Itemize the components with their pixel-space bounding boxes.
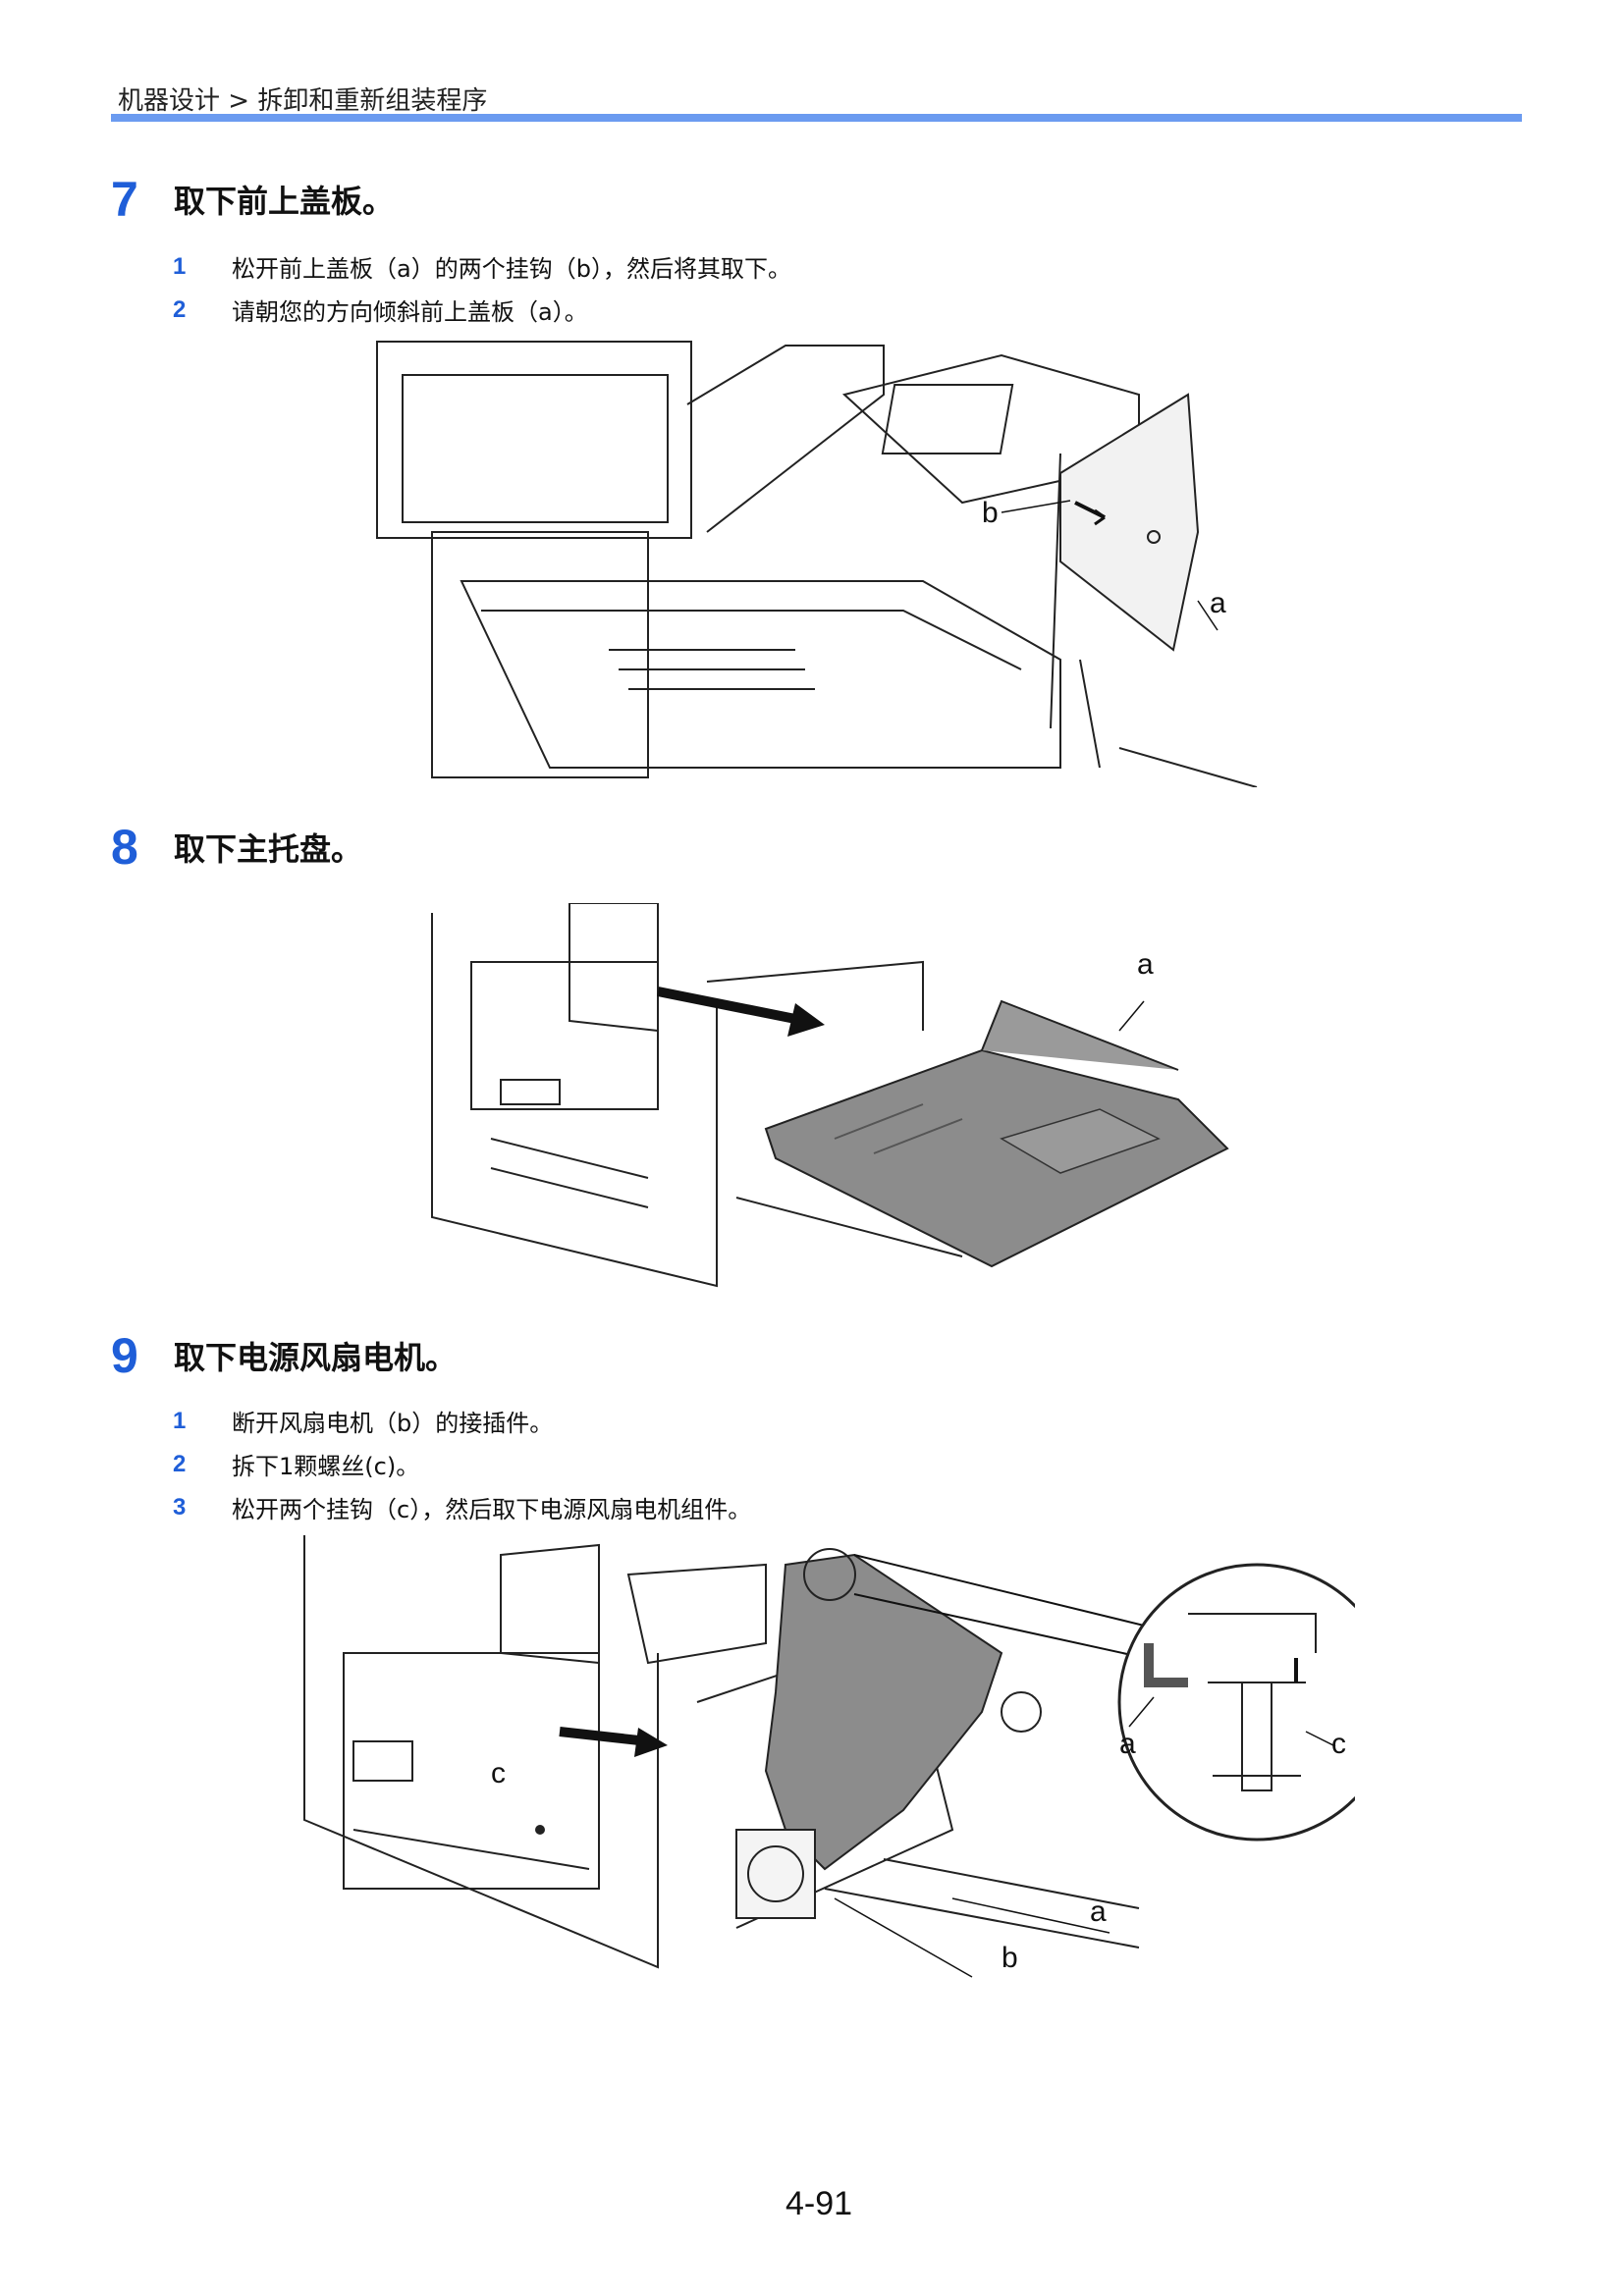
step-title: 取下主托盘。 bbox=[174, 830, 363, 868]
step-number: 8 bbox=[111, 820, 138, 875]
substep-number: 2 bbox=[173, 295, 187, 323]
substep-text: 拆下1颗螺丝(c)。 bbox=[232, 1453, 420, 1480]
figure-front-upper-cover: b a bbox=[373, 336, 1267, 787]
step-7: 7 取下前上盖板。 bbox=[111, 175, 394, 224]
page-number: 4-91 bbox=[785, 2185, 853, 2222]
label-c: c bbox=[1331, 1728, 1346, 1760]
figure-main-tray: a bbox=[412, 903, 1257, 1296]
figure-power-fan-motor: c c a a b bbox=[275, 1535, 1355, 1987]
step-8: 8 取下主托盘。 bbox=[111, 823, 362, 872]
substep-number: 2 bbox=[173, 1450, 187, 1477]
substep-number: 1 bbox=[173, 1407, 187, 1434]
label-c: c bbox=[491, 1757, 506, 1789]
figure-front-upper-cover-drawing: b a bbox=[376, 341, 1258, 787]
substep-text: 松开前上盖板（a）的两个挂钩（b），然后将其取下。 bbox=[232, 255, 791, 283]
step-number: 9 bbox=[111, 1328, 138, 1383]
substep: 1 断开风扇电机（b）的接插件。 bbox=[173, 1404, 553, 1438]
substep: 2 请朝您的方向倾斜前上盖板（a）。 bbox=[173, 293, 588, 327]
substep-text: 请朝您的方向倾斜前上盖板（a）。 bbox=[232, 298, 588, 326]
label-a: a bbox=[1210, 587, 1226, 619]
step-title: 取下前上盖板。 bbox=[174, 183, 395, 220]
step-9: 9 取下电源风扇电机。 bbox=[111, 1331, 457, 1380]
header-rule bbox=[111, 114, 1522, 122]
substep-number: 3 bbox=[173, 1493, 187, 1521]
label-a: a bbox=[1137, 948, 1154, 981]
substep: 1 松开前上盖板（a）的两个挂钩（b），然后将其取下。 bbox=[173, 249, 791, 284]
figure-power-fan-motor-drawing: c c a a b bbox=[303, 1535, 1355, 1978]
step-number: 7 bbox=[111, 172, 138, 227]
label-a: a bbox=[1119, 1728, 1136, 1760]
step-title: 取下电源风扇电机。 bbox=[174, 1339, 458, 1376]
label-b: b bbox=[982, 497, 999, 529]
label-a: a bbox=[1090, 1896, 1107, 1928]
label-b: b bbox=[1001, 1942, 1018, 1974]
substep: 3 松开两个挂钩（c），然后取下电源风扇电机组件。 bbox=[173, 1490, 751, 1524]
substep-text: 断开风扇电机（b）的接插件。 bbox=[232, 1410, 554, 1437]
substep: 2 拆下1颗螺丝(c)。 bbox=[173, 1447, 419, 1481]
substep-number: 1 bbox=[173, 252, 187, 280]
figure-main-tray-drawing: a bbox=[431, 903, 1229, 1288]
breadcrumb: 机器设计 > 拆卸和重新组装程序 bbox=[118, 86, 488, 116]
substep-text: 松开两个挂钩（c），然后取下电源风扇电机组件。 bbox=[232, 1496, 752, 1523]
